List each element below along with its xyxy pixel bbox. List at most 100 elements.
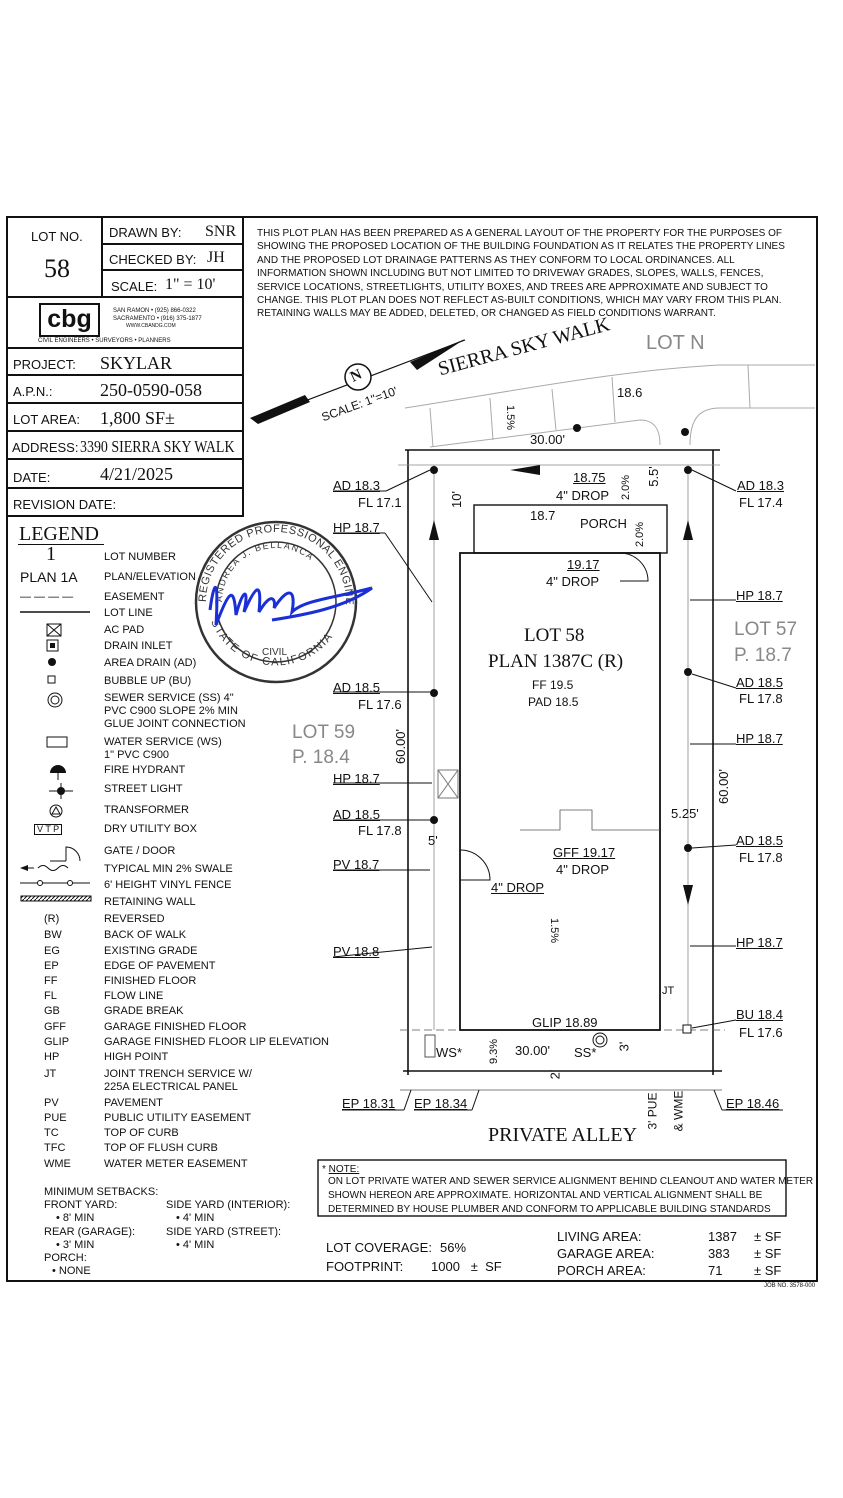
legend-label: DRY UTILITY BOX — [104, 823, 197, 835]
legend-symbol: BW — [44, 929, 62, 941]
scale-label: SCALE: — [111, 279, 158, 294]
slope-2pct-a: 2.0% — [620, 474, 633, 501]
footprint-label: FOOTPRINT: — [326, 1259, 404, 1274]
area-drain-icons — [430, 424, 692, 852]
garage-value: 383 — [708, 1246, 730, 1261]
joint-trench: JT — [662, 985, 675, 997]
project-value: SKYLAR — [100, 353, 173, 373]
legend-label: TOP OF FLUSH CURB — [104, 1142, 218, 1154]
lot-59-pad: P. 18.4 — [292, 747, 350, 768]
engineer-stamp: REGISTERED PROFESSIONAL ENGINEER ANDREA … — [0, 0, 373, 684]
legend-label: FLOW LINE — [104, 990, 164, 1002]
legend-symbol: TC — [44, 1127, 59, 1139]
note-line-2: SHOWN HEREON ARE APPROXIMATE. HORIZONTAL… — [328, 1190, 763, 1201]
legend-symbol: PV — [44, 1097, 59, 1109]
legend-label: EASEMENT — [104, 591, 165, 603]
lot-area-label: LOT AREA: — [13, 412, 80, 427]
fl-top-left: FL 17.1 — [358, 495, 402, 510]
revision-label: REVISION DATE: — [13, 497, 117, 512]
front-yard-value: • 8' MIN — [56, 1212, 95, 1224]
apn-label: A.P.N.: — [13, 384, 53, 399]
legend-label: GATE / DOOR — [104, 845, 176, 857]
legend-symbol: JT — [44, 1068, 57, 1080]
drain-inlet-icon — [46, 639, 60, 656]
legend-label: 6' HEIGHT VINYL FENCE — [104, 879, 232, 891]
porch-area-value: 71 — [708, 1263, 723, 1278]
legend-symbol: TFC — [44, 1142, 66, 1154]
fl-left-3: FL 17.8 — [358, 823, 402, 838]
legend-label: TRANSFORMER — [104, 804, 189, 816]
legend-label: PUBLIC UTILITY EASEMENT — [104, 1112, 252, 1124]
living-label: LIVING AREA: — [557, 1229, 642, 1244]
drop-porch: 4" DROP — [556, 488, 610, 503]
sewer-service-label: SS* — [574, 1045, 597, 1060]
legend-label: EDGE OF PAVEMENT — [104, 960, 216, 972]
legend-symbol: WME — [44, 1158, 71, 1170]
legend-symbol: FF — [44, 975, 58, 987]
signature — [208, 586, 373, 626]
vinyl-fence — [398, 464, 720, 1030]
legend-label: REVERSED — [104, 913, 165, 925]
street-curb-lines — [404, 364, 815, 451]
ad-right-2: AD 18.5 — [736, 675, 783, 690]
garage-finished-floor: GFF 19.17 — [553, 845, 616, 860]
legend-label: FINISHED FLOOR — [104, 975, 197, 987]
stamp-discipline: CIVIL — [262, 647, 287, 658]
ad-left-2: AD 18.5 — [333, 680, 380, 695]
legend-label-cont: PVC C900 SLOPE 2% MIN — [104, 705, 238, 717]
hp-right-3: HP 18.7 — [736, 935, 783, 950]
disclaimer-text: THIS PLOT PLAN HAS BEEN PREPARED AS A GE… — [257, 228, 785, 320]
lot-57-pad: P. 18.7 — [734, 645, 792, 666]
ad-right-3: AD 18.5 — [736, 833, 783, 848]
lot-depth-right: 60.00' — [716, 768, 732, 805]
firm-logo-cell: cbg SAN RAMON • (925) 866-0322 SACRAMENT… — [6, 296, 244, 349]
lot-n-label: LOT N — [646, 332, 705, 354]
walk-elevation: 18.6 — [617, 385, 643, 400]
legend-label: TYPICAL MIN 2% SWALE — [104, 863, 233, 875]
dim-2ft: 2' — [547, 1069, 563, 1080]
apn-value: 250-0590-058 — [100, 380, 202, 400]
firm-services: CIVIL ENGINEERS • SURVEYORS • PLANNERS — [38, 338, 171, 344]
lot-no-label: LOT NO. — [31, 229, 83, 244]
finished-floor: FF 19.5 — [532, 678, 574, 692]
footprint-value: 1000 ± SF — [431, 1259, 502, 1274]
date-label: DATE: — [13, 470, 51, 485]
note-line-3: DETERMINED BY HOUSE PLUMBER AND CONFORM … — [328, 1204, 771, 1215]
legend-label: HIGH POINT — [104, 1051, 169, 1063]
garage-wall — [520, 809, 660, 831]
svg-text:REGISTERED PROFESSIONAL ENGINE: REGISTERED PROFESSIONAL ENGINEER — [0, 0, 355, 605]
pv-left-1: PV 18.7 — [333, 857, 380, 872]
address-value: 3390 SIERRA SKY WALK — [80, 437, 235, 456]
north-arrow-icon — [250, 339, 466, 424]
hp-right-1: HP 18.7 — [736, 588, 783, 603]
legend-title-underline — [18, 544, 104, 545]
legend-label: TOP OF CURB — [104, 1127, 179, 1139]
note-line-1: ON LOT PRIVATE WATER AND SEWER SERVICE A… — [328, 1176, 814, 1187]
gate-door-icon — [46, 844, 86, 865]
checked-by-value: JH — [207, 249, 225, 266]
walk-slope: 1.5% — [504, 404, 517, 431]
fire-hydrant-icon — [46, 763, 70, 784]
legend-label: LOT LINE — [104, 607, 153, 619]
drop-side-door: 4" DROP — [491, 880, 545, 895]
lot-57-label: LOT 57 — [734, 619, 798, 640]
legend-label: STREET LIGHT — [104, 783, 183, 795]
legend-label: JOINT TRENCH SERVICE W/ — [104, 1068, 252, 1080]
area-drain-icon — [46, 656, 58, 671]
water-service-label: WS* — [436, 1045, 462, 1060]
side-street-value: • 4' MIN — [176, 1239, 215, 1251]
legend-symbol: PUE — [44, 1112, 67, 1124]
porch-setback-label: PORCH: — [44, 1252, 87, 1264]
drop-garage: 4" DROP — [556, 862, 610, 877]
legend-label: SEWER SERVICE (SS) 4" — [104, 692, 234, 704]
legend-label: PLAN/ELEVATION — [104, 571, 196, 583]
garage-slope: 1.5% — [548, 917, 561, 944]
legend-symbol: GLIP — [44, 1036, 70, 1048]
legend-label: GRADE BREAK — [104, 1005, 184, 1017]
legend-label: DRAIN INLET — [104, 640, 173, 652]
living-unit: ± SF — [754, 1229, 782, 1244]
ac-pad-icon — [437, 769, 459, 799]
legend-symbol: FL — [44, 990, 57, 1002]
